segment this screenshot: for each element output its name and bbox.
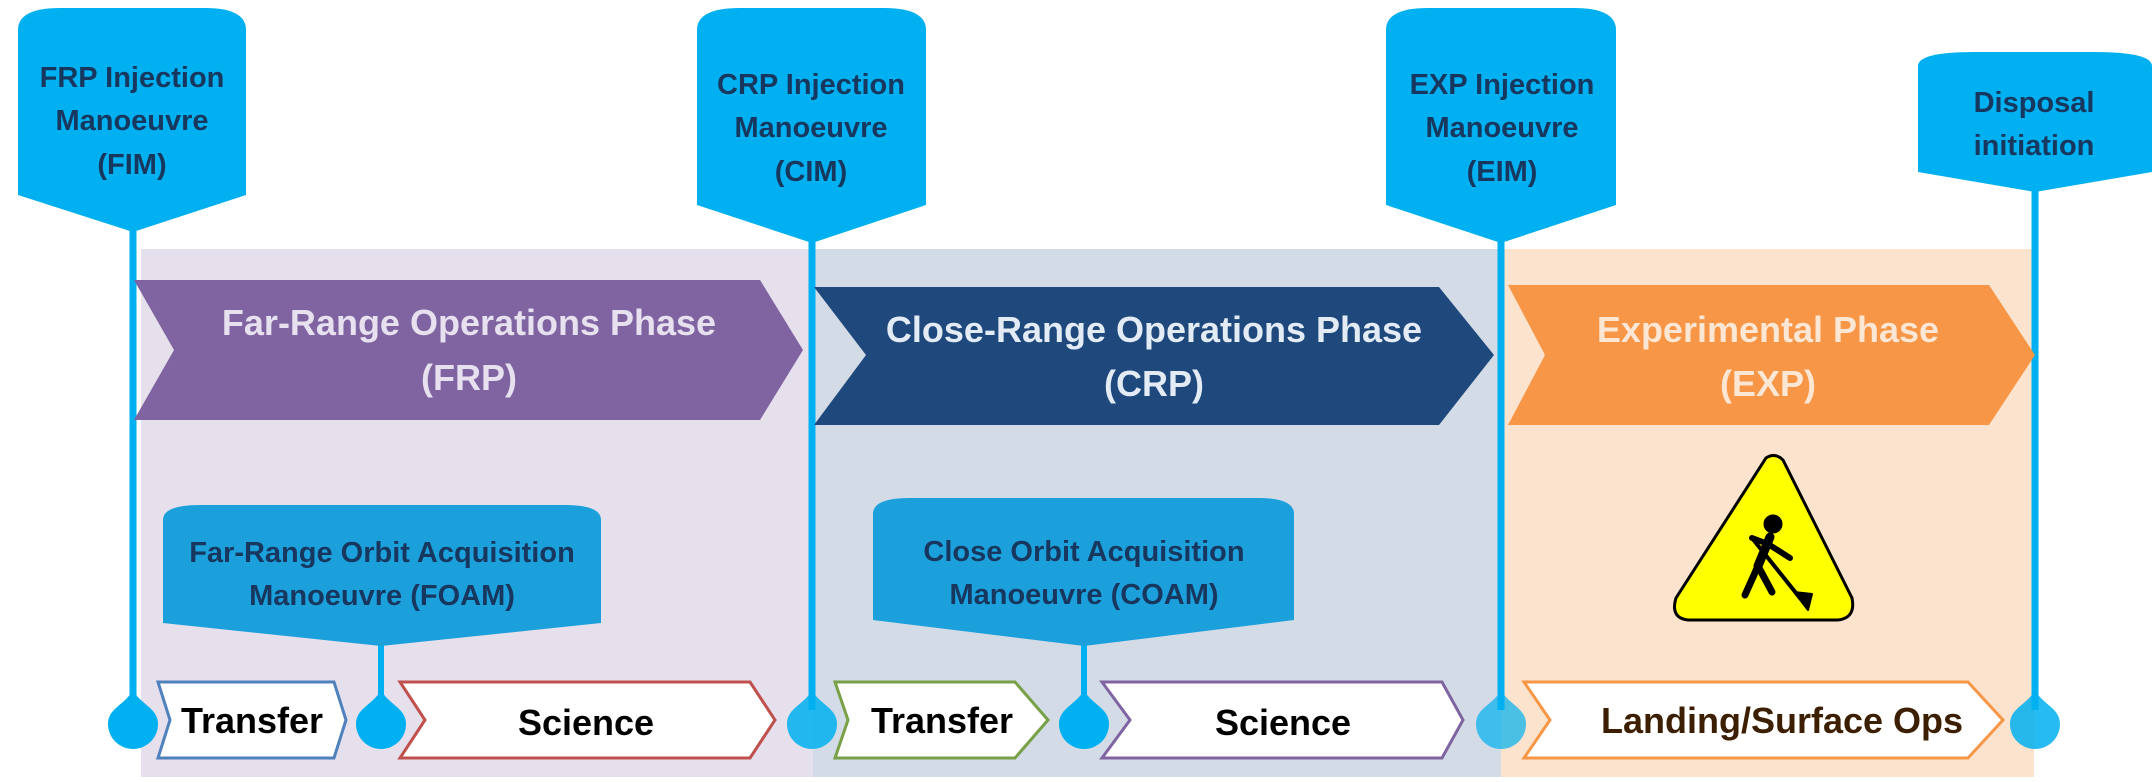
milestone-fim: FRP Injection Manoeuvre (FIM)	[18, 8, 246, 232]
manoeuvre-coam-line1: Close Orbit Acquisition	[923, 536, 1244, 568]
phase-frp-name: Far-Range Operations Phase	[222, 302, 716, 343]
milestone-fim-line2: Manoeuvre	[55, 105, 208, 137]
milestone-drop-cim-icon	[787, 690, 837, 749]
activity-landing-label: Landing/Surface Ops	[1601, 700, 1963, 741]
milestone-fim-line3: (FIM)	[97, 149, 166, 181]
milestone-disposal-line2: initiation	[1974, 130, 2095, 162]
activity-science-frp-label: Science	[518, 702, 654, 743]
milestone-disposal-line1: Disposal	[1974, 87, 2095, 119]
milestone-drop-disposal-icon	[2010, 690, 2060, 749]
manoeuvre-coam-line2: Manoeuvre (COAM)	[949, 579, 1218, 611]
milestone-cim: CRP Injection Manoeuvre (CIM)	[697, 8, 926, 243]
milestone-fim-line1: FRP Injection	[40, 62, 225, 94]
manoeuvre-coam: Close Orbit Acquisition Manoeuvre (COAM)	[873, 498, 1294, 646]
manoeuvre-foam-line2: Manoeuvre (FOAM)	[249, 580, 515, 612]
phase-exp-arrow: Experimental Phase (EXP)	[1508, 285, 2035, 425]
activity-transfer-frp: Transfer	[155, 680, 348, 760]
milestone-cim-line3: (CIM)	[775, 156, 847, 188]
phase-frp-abbr: (FRP)	[421, 357, 517, 398]
phase-crp-name: Close-Range Operations Phase	[886, 309, 1422, 350]
milestone-eim-line3: (EIM)	[1467, 156, 1538, 188]
hazard-sign-icon	[1673, 453, 1855, 622]
activity-transfer-crp: Transfer	[832, 680, 1050, 760]
milestone-drop-coam-icon	[1059, 690, 1109, 749]
phase-crp-abbr: (CRP)	[1104, 363, 1204, 404]
milestone-eim: EXP Injection Manoeuvre (EIM)	[1386, 8, 1616, 243]
manoeuvre-foam: Far-Range Orbit Acquisition Manoeuvre (F…	[163, 505, 601, 646]
milestone-eim-line2: Manoeuvre	[1425, 112, 1578, 144]
activity-transfer-crp-label: Transfer	[871, 700, 1013, 741]
milestone-drop-eim-icon	[1476, 690, 1526, 749]
milestone-cim-line2: Manoeuvre	[734, 112, 887, 144]
milestone-disposal: Disposal initiation	[1918, 52, 2152, 192]
manoeuvre-foam-line1: Far-Range Orbit Acquisition	[189, 537, 575, 569]
activity-transfer-frp-label: Transfer	[181, 700, 323, 741]
phase-exp-abbr: (EXP)	[1720, 363, 1816, 404]
phase-exp-name: Experimental Phase	[1597, 309, 1939, 350]
milestone-drop-foam-icon	[356, 690, 406, 749]
milestone-drop-fim-icon	[108, 690, 158, 749]
milestone-eim-line1: EXP Injection	[1410, 69, 1595, 101]
phase-crp-arrow: Close-Range Operations Phase (CRP)	[814, 287, 1494, 425]
milestone-cim-line1: CRP Injection	[717, 69, 905, 101]
phase-frp-arrow: Far-Range Operations Phase (FRP)	[134, 280, 803, 420]
activity-science-crp-label: Science	[1215, 702, 1351, 743]
activity-landing: Landing/Surface Ops	[1521, 680, 2006, 760]
digging-worker-icon	[1741, 514, 1813, 611]
activity-science-crp: Science	[1099, 680, 1465, 760]
activity-science-frp: Science	[397, 680, 777, 760]
